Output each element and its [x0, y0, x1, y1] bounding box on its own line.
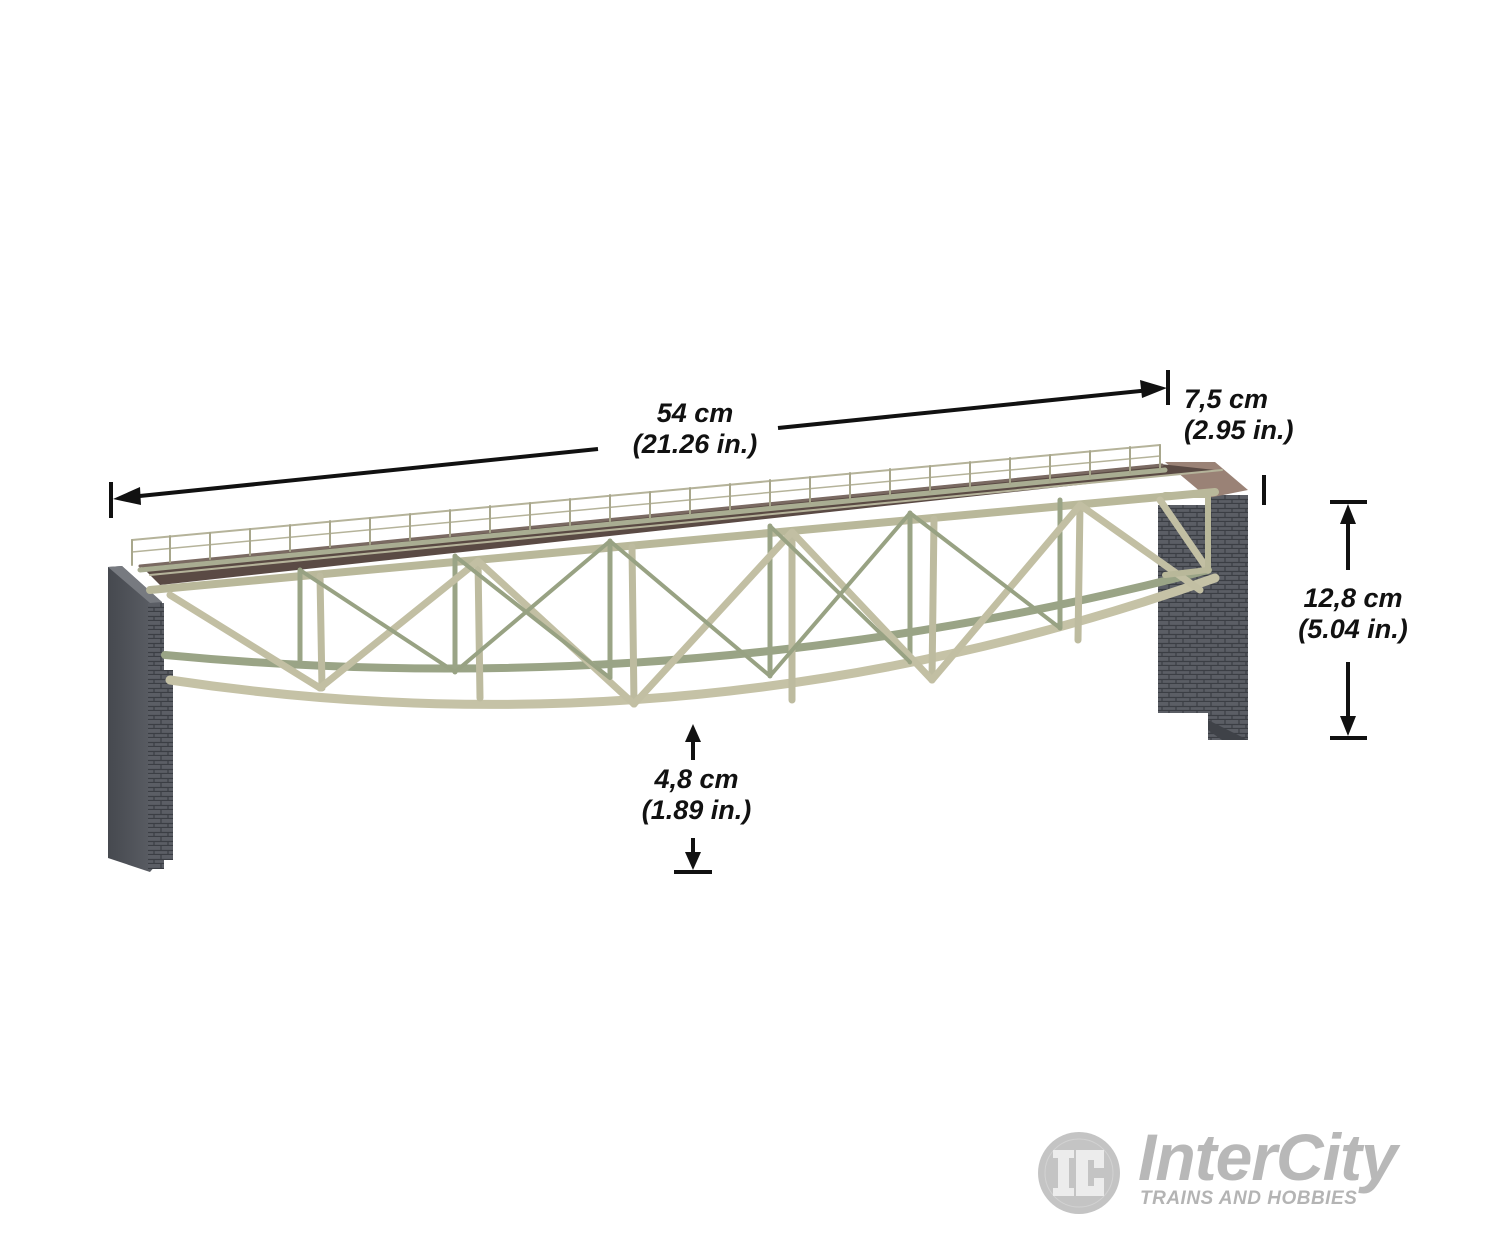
height-imperial: (5.04 in.) — [1298, 614, 1408, 644]
brand-tagline: TRAINS AND HOBBIES — [1140, 1188, 1358, 1209]
clearance-metric: 4,8 cm — [654, 764, 739, 794]
length-metric: 54 cm — [656, 398, 734, 428]
left-abutment — [108, 566, 173, 872]
length-dimension-label: 54 cm (21.26 in.) — [625, 398, 765, 460]
brand-name: InterCity — [1138, 1120, 1398, 1194]
truss-bridge — [131, 444, 1223, 709]
width-dimension-label: 7,5 cm (2.95 in.) — [1184, 384, 1309, 446]
height-metric: 12,8 cm — [1303, 583, 1403, 613]
width-metric: 7,5 cm — [1184, 384, 1269, 414]
right-abutment — [1158, 462, 1248, 740]
clearance-imperial: (1.89 in.) — [641, 795, 752, 825]
height-dimension-label: 12,8 cm (5.04 in.) — [1288, 583, 1418, 645]
intercity-watermark: InterCity TRAINS AND HOBBIES — [1036, 1122, 1446, 1218]
clearance-dimension-label: 4,8 cm (1.89 in.) — [634, 764, 759, 826]
width-imperial: (2.95 in.) — [1184, 415, 1294, 445]
length-imperial: (21.26 in.) — [632, 429, 758, 459]
ic-logo-icon — [1038, 1132, 1120, 1214]
dimension-lines — [109, 370, 1367, 874]
